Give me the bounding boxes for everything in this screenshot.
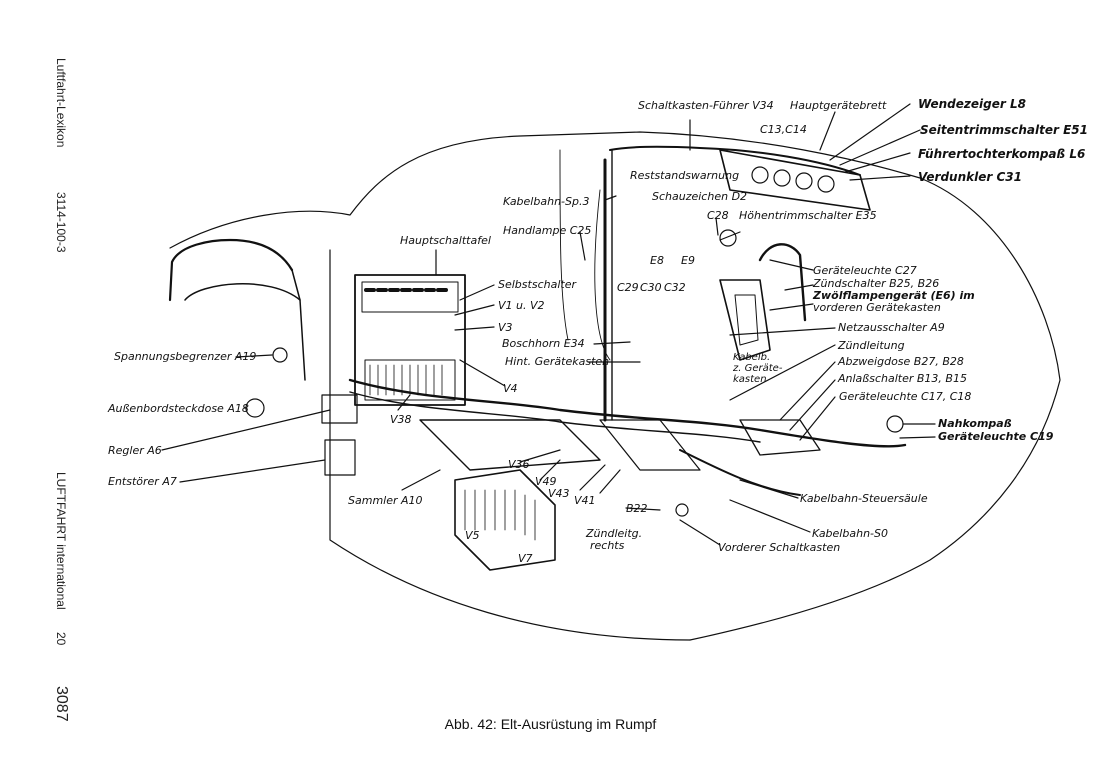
label-geraeteleuchte-c17: Geräteleuchte C17, C18 <box>839 390 972 403</box>
label-spannungsbegrenzer: Spannungsbegrenzer A19 <box>114 350 257 363</box>
label-c13-c14: C13,C14 <box>760 123 807 136</box>
label-handlampe: Handlampe C25 <box>503 224 592 237</box>
label-zuendleitg-line1: Zündleitg. <box>586 527 643 540</box>
label-schauzeichen: Schauzeichen D2 <box>652 190 748 203</box>
canopy-frame <box>168 238 294 302</box>
voltage-regulator-icon <box>272 347 288 363</box>
suppressor-box <box>324 439 356 476</box>
label-e8: E8 <box>650 254 664 267</box>
label-kabelb-line1: Kabelb. <box>733 352 771 363</box>
label-anlassschalter: Anlaßschalter B13, B15 <box>838 372 967 385</box>
label-c29: C29 <box>617 281 639 294</box>
label-seitentrimmschalter: Seitentrimmschalter E51 <box>920 123 1088 137</box>
main-switch-panel <box>354 274 466 406</box>
fuselage-floor <box>329 249 691 641</box>
regulator-box <box>321 394 358 424</box>
label-v5: V5 <box>465 529 480 542</box>
label-kabelb-line2: z. Geräte- <box>733 363 783 374</box>
compass-icon <box>886 415 904 433</box>
label-kabelb-line3: kasten <box>733 374 767 385</box>
label-c30: C30 <box>640 281 662 294</box>
label-zwoelflampengeraet-line1: Zwölflampengerät (E6) im <box>813 289 975 302</box>
label-c28: C28 <box>707 209 729 222</box>
label-v36: V36 <box>508 458 530 471</box>
label-v38: V38 <box>390 413 412 426</box>
label-kabelbahn-s0: Kabelbahn-S0 <box>812 527 888 540</box>
label-e9: E9 <box>681 254 695 267</box>
label-schaltkasten-fuehrer: Schaltkasten-Führer V34 <box>638 99 774 112</box>
label-zuendleitung: Zündleitung <box>838 339 905 352</box>
label-reststandswarnung: Reststandswarnung <box>630 169 740 182</box>
label-v49: V49 <box>535 475 557 488</box>
label-zwoelflampengeraet-line2: vorderen Gerätekasten <box>813 301 941 314</box>
label-vorderer-schaltkasten: Vorderer Schaltkasten <box>718 541 841 554</box>
label-zuendschalter: Zündschalter B25, B26 <box>813 277 940 290</box>
label-zuendleitg-line2: rechts <box>590 539 625 552</box>
label-netzausschalter: Netzausschalter A9 <box>838 321 945 334</box>
junction-box-v5 <box>454 469 556 571</box>
label-fuehrertochterkompass: Führertochterkompaß L6 <box>918 147 1086 161</box>
instrument-panel <box>719 149 871 211</box>
label-verdunkler: Verdunkler C31 <box>918 170 1022 184</box>
label-v41: V41 <box>574 494 596 507</box>
label-b22: B22 <box>626 502 648 515</box>
fuselage-outline <box>169 131 1061 641</box>
label-aussenbordsteckdose: Außenbordsteckdose A18 <box>108 402 249 415</box>
label-selbstschalter: Selbstschalter <box>498 278 576 291</box>
label-sammler: Sammler A10 <box>348 494 423 507</box>
label-boschhorn: Boschhorn E34 <box>502 337 585 350</box>
label-nahkompass: Nahkompaß <box>938 417 1012 430</box>
label-v3: V3 <box>498 321 513 334</box>
label-c32: C32 <box>664 281 686 294</box>
figure-caption: Abb. 42: Elt-Ausrüstung im Rumpf <box>444 716 657 732</box>
label-hauptschalttafel: Hauptschalttafel <box>400 234 491 247</box>
label-regler: Regler A6 <box>108 444 162 457</box>
label-geraeteleuchte-c19: Geräteleuchte C19 <box>938 430 1054 443</box>
label-hint-geraetekasten: Hint. Gerätekasten <box>505 355 610 368</box>
control-column <box>719 279 771 361</box>
label-v43: V43 <box>548 487 570 500</box>
label-v1-v2: V1 u. V2 <box>498 299 545 312</box>
label-wendezeiger: Wendezeiger L8 <box>918 97 1026 111</box>
label-abzweigdose: Abzweigdose B27, B28 <box>838 355 964 368</box>
label-hoehentrimmschalter: Höhentrimmschalter E35 <box>739 209 877 222</box>
label-kabelbahn-sp3: Kabelbahn-Sp.3 <box>503 195 590 208</box>
label-v4: V4 <box>503 382 518 395</box>
main-cable-run <box>348 378 907 448</box>
label-hauptgeraetebrett: Hauptgerätebrett <box>790 99 887 112</box>
label-entstoerer: Entstörer A7 <box>108 475 177 488</box>
label-kabelbahn-steuersaeule: Kabelbahn-Steuersäule <box>800 492 928 505</box>
label-v7: V7 <box>518 552 533 565</box>
label-geraeteleuchte-c27: Geräteleuchte C27 <box>813 264 917 277</box>
